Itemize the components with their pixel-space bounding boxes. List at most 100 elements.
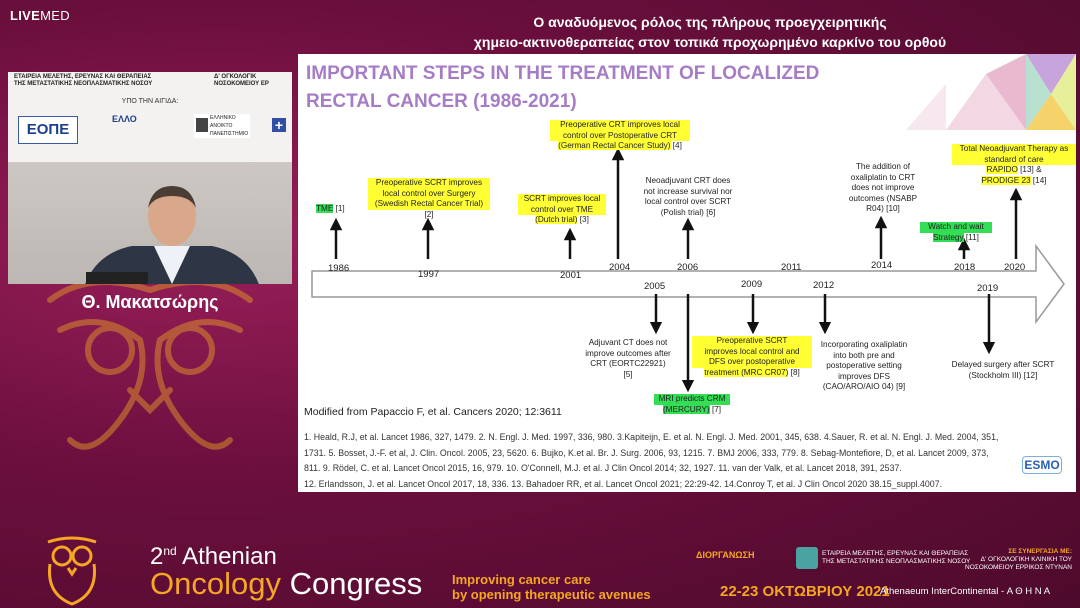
event-stockholm-line1: Delayed surgery after SCRT xyxy=(951,360,1055,369)
organizer-label: ΔΙΟΡΓΑΝΩΣΗ xyxy=(696,550,755,560)
slide-title: IMPORTANT STEPS IN THE TREATMENT OF LOCA… xyxy=(306,60,819,116)
year-2006: 2006 xyxy=(677,262,699,273)
timeline-diagram xyxy=(311,147,1065,393)
event-mrc-line2: improves local control and xyxy=(692,346,812,357)
event-polish-ref: [6] xyxy=(706,207,716,217)
event-polish-line4: (Polish trial) xyxy=(660,207,704,217)
event-watch-and-wait: Watch and wait Strategy [11] xyxy=(920,222,992,243)
reference-line-1: 1. Heald, R.J, et al. Lancet 1986, 327, … xyxy=(304,432,999,442)
event-nsabp-line2: oxaliplatin to CRT xyxy=(850,172,916,182)
event-tnt-ref: [14] xyxy=(1032,175,1047,185)
session-title-line1: Ο αναδυόμενος ρόλος της πλήρους προεγχει… xyxy=(533,14,887,30)
coop-line2: ΝΟΣΟΚΟΜΕΙΟΥ ΕΡΡΙΚΟΣ ΝΤΥΝΑΝ xyxy=(965,564,1072,571)
event-watch-ref: [11] xyxy=(965,232,979,242)
event-swedish-trial: Preoperative SCRT improves local control… xyxy=(368,178,490,220)
event-polish-line3: local control over SCRT xyxy=(644,197,732,206)
backdrop-society-text: ΕΤΑΙΡΕΙΑ ΜΕΛΕΤΗΣ, ΕΡΕΥΝΑΣ ΚΑΙ ΘΕΡΑΠΕΙΑΣ … xyxy=(14,74,152,88)
event-dutch-line3: (Dutch trial) xyxy=(535,215,578,224)
event-tnt-ref-a: [13] & xyxy=(1020,165,1042,174)
event-watch-line2: Strategy xyxy=(933,232,964,242)
ello-logo: ΕΛΛΟ xyxy=(112,114,137,124)
brand-live: LIVE xyxy=(10,8,41,23)
backdrop-society-line2: ΤΗΣ ΜΕΤΑΣΤΑΤΙΚΗΣ ΝΕΟΠΛΑΣΜΑΤΙΚΗΣ ΝΟΣΟΥ xyxy=(14,81,153,87)
event-cao-aro: Incorporating oxaliplatin into both pre … xyxy=(812,340,916,393)
backdrop-sponsor-label: ΥΠΟ ΤΗΝ ΑΙΓΙΔΑ: xyxy=(121,98,179,105)
year-2012: 2012 xyxy=(813,280,835,291)
congress-edition: 2nd Athenian xyxy=(150,536,277,572)
event-stockholm-line2: (Stockholm III) xyxy=(968,370,1022,380)
congress-name: Oncology Congress xyxy=(150,566,422,602)
event-nsabp-ref: [10] xyxy=(886,204,900,213)
year-2014: 2014 xyxy=(871,260,893,271)
event-eortc-ref: [5] xyxy=(623,369,633,379)
event-eortc: Adjuvant CT does not improve outcomes af… xyxy=(576,338,680,380)
broadcaster-logo: LIVEMED xyxy=(10,8,70,23)
video-backdrop-banner: ΕΤΑΙΡΕΙΑ ΜΕΛΕΤΗΣ, ΕΡΕΥΝΑΣ ΚΑΙ ΘΕΡΑΠΕΙΑΣ … xyxy=(8,72,292,162)
event-polish-line2: not increase survival nor xyxy=(643,186,733,196)
coop-label: ΣΕ ΣΥΝΕΡΓΑΣΙΑ ΜΕ: xyxy=(1008,548,1072,555)
congress-oncology: Oncology xyxy=(150,566,281,601)
event-cao-line2: into both pre and xyxy=(833,350,895,360)
event-stockholm-ref: [12] xyxy=(1023,370,1038,380)
year-2005: 2005 xyxy=(644,281,666,292)
reference-line-3: 811. 9. Rödel, C. et al. Lancet Oncol 20… xyxy=(304,463,902,473)
open-university-line3: ΠΑΝΕΠΙΣΤΗΜΙΟ xyxy=(210,131,249,137)
speaker-name: Θ. Μακατσώρης xyxy=(81,292,219,312)
source-note: Modified from Papaccio F, et al. Cancers… xyxy=(304,406,562,418)
triangle-decoration xyxy=(906,54,1076,130)
congress-dates: 22-23 ΟΚΤΩΒΡΙΟΥ 2021 xyxy=(720,583,890,600)
footer-owl-icon xyxy=(47,536,97,606)
event-mrc-line4: treatment (MRC CR07) xyxy=(704,367,789,377)
event-dutch-line2: control over TME xyxy=(518,204,606,215)
organizer-line1: ΕΤΑΙΡΕΙΑ ΜΕΛΕΤΗΣ, ΕΡΕΥΝΑΣ ΚΑΙ ΘΕΡΑΠΕΙΑΣ xyxy=(822,550,969,557)
slogan-line1: Improving cancer care xyxy=(452,572,591,587)
year-2001: 2001 xyxy=(560,270,582,281)
event-tnt-line2: standard of care xyxy=(952,154,1076,165)
year-2018: 2018 xyxy=(954,262,976,273)
red-cross-logo: + xyxy=(272,118,286,132)
event-cao-line3: postoperative setting xyxy=(826,361,902,370)
event-swedish-line1: Preoperative SCRT improves xyxy=(368,178,490,189)
event-tme: TME [1] xyxy=(316,204,345,215)
speaker-figure xyxy=(85,186,259,284)
open-university-mark-icon xyxy=(196,118,208,132)
event-mercury-line1: MRI predicts CRM xyxy=(654,394,730,405)
year-2011: 2011 xyxy=(781,262,802,273)
event-dutch-trial: SCRT improves local control over TME (Du… xyxy=(518,194,606,226)
year-2004: 2004 xyxy=(609,262,631,273)
slide-title-line1: IMPORTANT STEPS IN THE TREATMENT OF LOCA… xyxy=(306,63,820,84)
presentation-slide: IMPORTANT STEPS IN THE TREATMENT OF LOCA… xyxy=(298,54,1076,492)
event-nsabp-line1: The addition of xyxy=(855,162,911,171)
event-nsabp-r04: The addition of oxaliplatin to CRT does … xyxy=(838,162,928,215)
event-tnt-line4: PRODIGE 23 xyxy=(981,175,1031,185)
event-swedish-line3: (Swedish Rectal Cancer Trial) xyxy=(368,199,490,210)
open-university-line2: ΑΝΟΙΚΤΟ xyxy=(210,123,233,129)
event-cao-line1: Incorporating oxaliplatin xyxy=(820,340,908,349)
event-tme-ref: [1] xyxy=(335,204,345,213)
event-nsabp-line3: does not improve xyxy=(851,183,915,192)
backdrop-clinic-text: Δ' ΟΓΚΟΛΟΓΙΚ ΝΟΣΟΚΟΜΕΙΟΥ ΕΡ xyxy=(214,74,269,88)
reference-list: 1. Heald, R.J, et al. Lancet 1986, 327, … xyxy=(304,430,1044,492)
event-cao-line4: improves DFS xyxy=(838,371,890,381)
event-mercury: MRI predicts CRM (MERCURY) [7] xyxy=(654,394,730,415)
open-university-logo: ΕΛΛΗΝΙΚΟ ΑΝΟΙΚΤΟ ΠΑΝΕΠΙΣΤΗΜΙΟ xyxy=(194,114,250,138)
cooperation-block: ΣΕ ΣΥΝΕΡΓΑΣΙΑ ΜΕ: Δ' ΟΓΚΟΛΟΓΙΚΗ ΚΛΙΝΙΚΗ … xyxy=(960,548,1072,572)
event-eortc-line3: CRT (EORTC22921) xyxy=(590,359,666,368)
slide-title-line2: RECTAL CANCER (1986-2021) xyxy=(306,91,577,112)
event-tme-label: TME xyxy=(316,204,334,213)
event-tnt-line1: Total Neoadjuvant Therapy as xyxy=(952,144,1076,155)
event-watch-line1: Watch and wait xyxy=(920,222,992,233)
reference-line-2: 1731. 5. Bosset, J.-F. et al, J. Clin. O… xyxy=(304,447,989,458)
event-swedish-line2: local control over Surgery xyxy=(368,188,490,199)
coop-line1: Δ' ΟΓΚΟΛΟΓΙΚΗ ΚΛΙΝΙΚΗ ΤΟΥ xyxy=(980,556,1072,563)
event-german-ref: [4] xyxy=(672,141,682,150)
backdrop-society-line1: ΕΤΑΙΡΕΙΑ ΜΕΛΕΤΗΣ, ΕΡΕΥΝΑΣ ΚΑΙ ΘΕΡΑΠΕΙΑΣ xyxy=(14,74,152,80)
year-2019: 2019 xyxy=(977,283,999,294)
congress-word: Congress xyxy=(289,566,423,601)
event-german-line3: (German Rectal Cancer Study) xyxy=(558,141,671,150)
event-mrc-cr07: Preoperative SCRT improves local control… xyxy=(692,336,812,378)
event-tnt-line3: RAPIDO xyxy=(986,165,1018,174)
speaker-video: ΕΤΑΙΡΕΙΑ ΜΕΛΕΤΗΣ, ΕΡΕΥΝΑΣ ΚΑΙ ΘΕΡΑΠΕΙΑΣ … xyxy=(8,72,292,284)
edition-word: Athenian xyxy=(182,543,277,570)
event-mercury-line2: (MERCURY) xyxy=(662,404,710,414)
